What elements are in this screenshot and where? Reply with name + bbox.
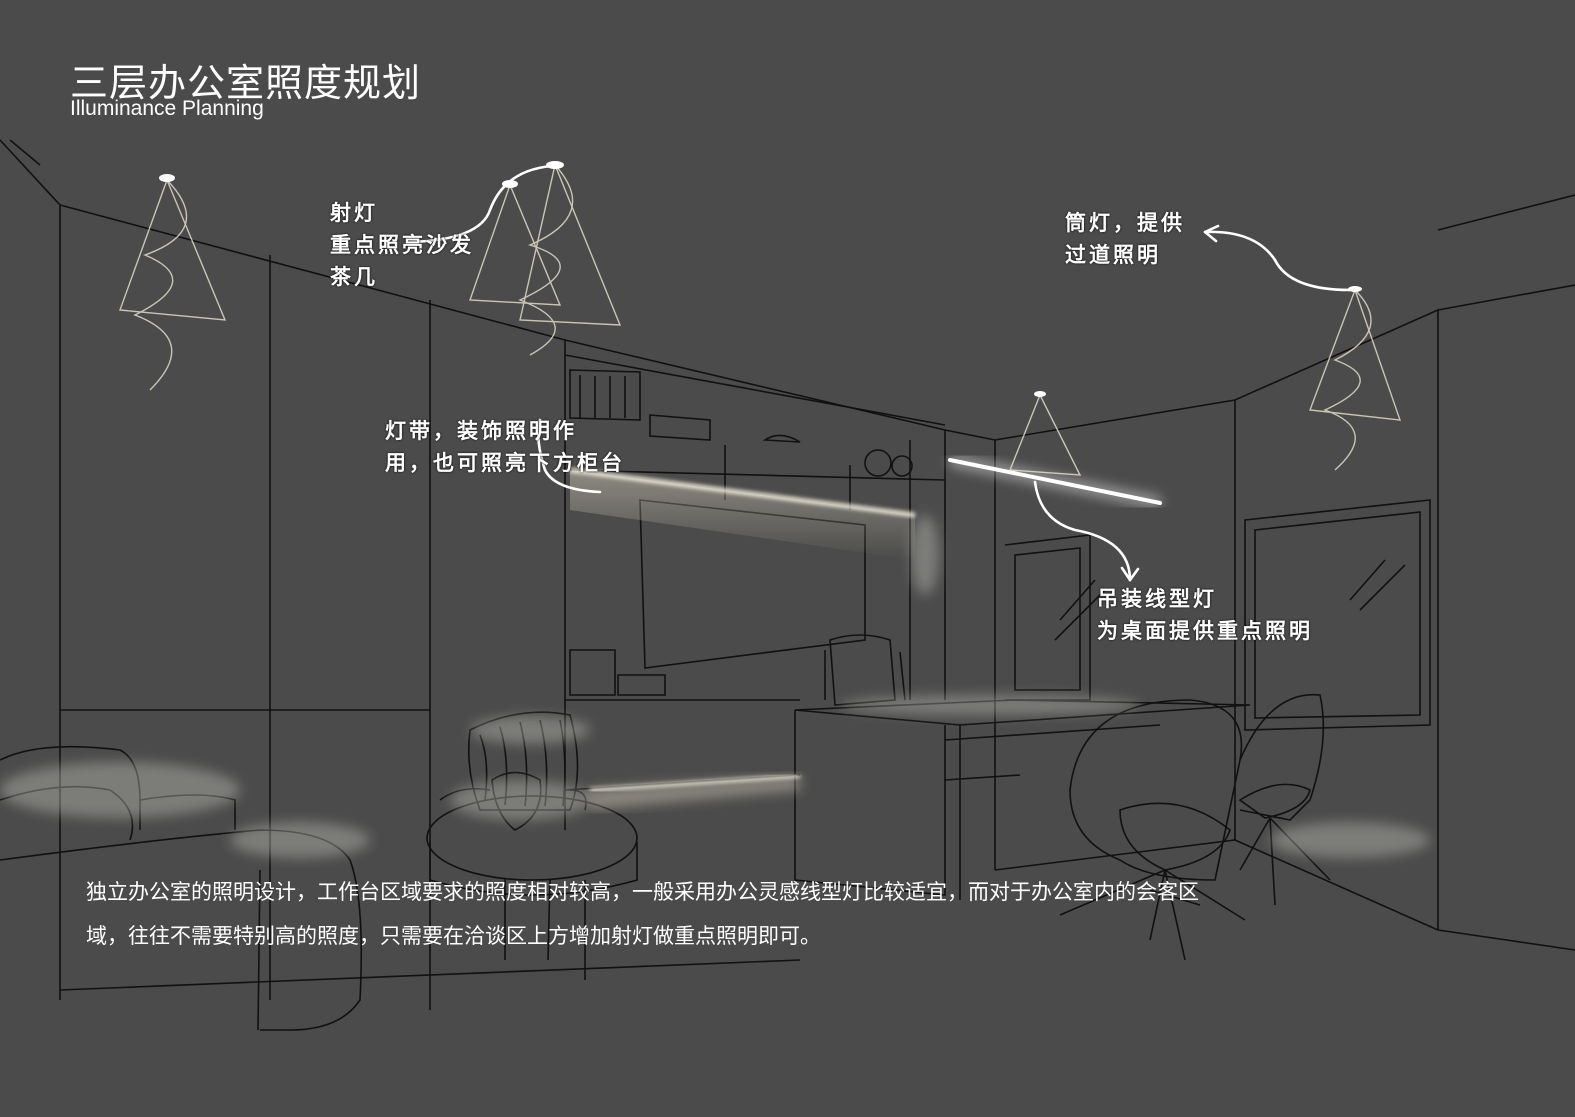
spotlight-note: 射灯 重点照亮沙发 茶几 — [330, 200, 474, 289]
callout-arrows — [408, 164, 1352, 582]
room-outline — [0, 139, 1575, 1010]
downlight-note: 筒灯，提供 过道照明 — [1065, 210, 1185, 267]
light-strip-note: 灯带，装饰照明作 用，也可照亮下方柜台 — [385, 418, 625, 475]
light-effects — [0, 161, 1430, 858]
description-text: 独立办公室的照明设计，工作台区域要求的照度相对较高，一般采用办公灵感线型灯比较适… — [86, 880, 1199, 948]
page-subtitle: Illuminance Planning — [70, 97, 264, 120]
desk — [794, 634, 1251, 900]
page-title: 三层办公室照度规划 — [70, 61, 422, 105]
linear-pendant-note: 吊装线型灯 为桌面提供重点照明 — [1097, 586, 1313, 643]
